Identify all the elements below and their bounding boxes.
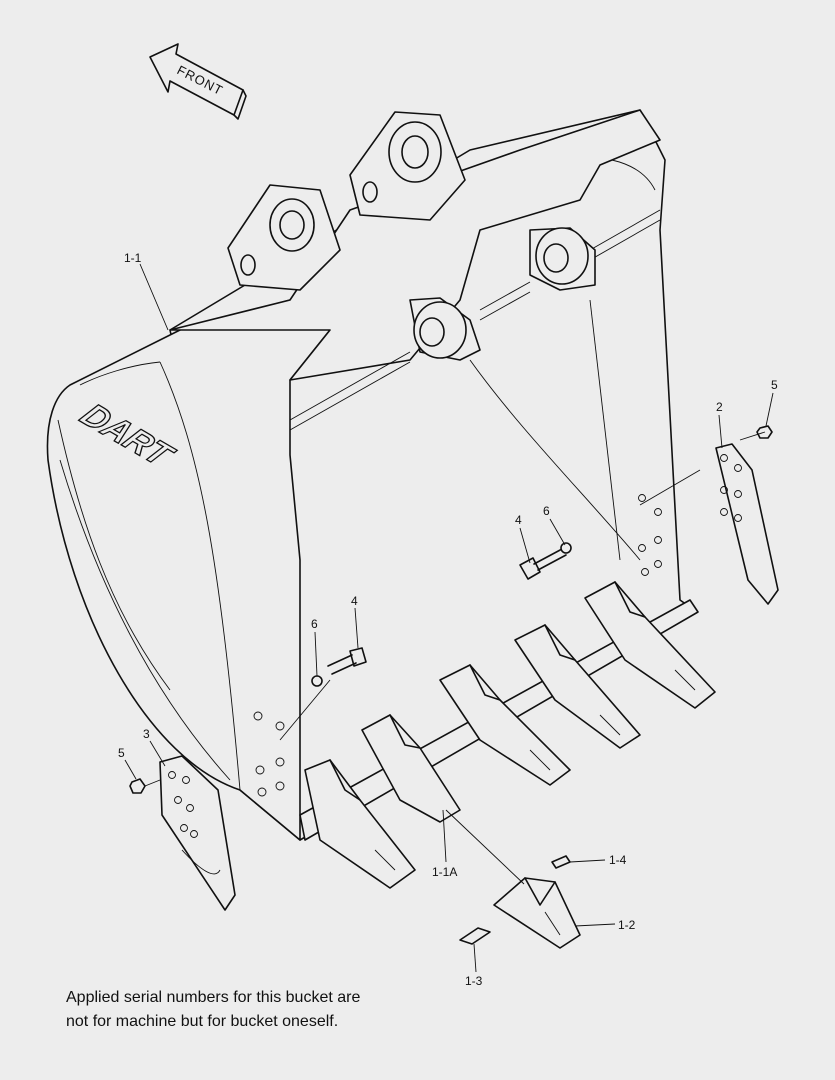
side-protector-right (715, 443, 779, 605)
tooth-detail (459, 855, 581, 949)
nut-left (129, 778, 146, 794)
callout-1-1a: 1-1A (432, 865, 457, 879)
mounting-brackets (227, 111, 596, 361)
callout-6-left: 6 (311, 617, 318, 631)
tooth-1 (304, 759, 416, 889)
retainer-pin (459, 927, 491, 945)
tooth-3 (439, 664, 571, 786)
washer-left (311, 675, 323, 687)
callout-1-2: 1-2 (618, 918, 636, 932)
callout-1-1: 1-1 (124, 251, 142, 265)
callout-4-right: 4 (515, 513, 522, 527)
bolt-right (519, 548, 567, 580)
callout-4-left: 4 (351, 594, 358, 608)
callout-6-right: 6 (543, 504, 550, 518)
note-line-2: not for machine but for bucket oneself. (66, 1013, 339, 1030)
tooth-4 (514, 624, 641, 749)
callout-3: 3 (143, 727, 150, 741)
serial-number-note: Applied serial numbers for this bucket a… (66, 986, 486, 1034)
note-line-1: Applied serial numbers for this bucket a… (66, 989, 361, 1006)
callout-1-4: 1-4 (609, 853, 627, 867)
callout-5-right: 5 (771, 378, 778, 392)
tooth-5 (584, 581, 716, 709)
callouts: 1-1 2 5 4 6 4 6 3 5 1-1A 1-4 1-2 1-3 (118, 251, 778, 988)
front-arrow: FRONT (149, 43, 247, 120)
callout-2: 2 (716, 400, 723, 414)
callout-1-3: 1-3 (465, 974, 483, 988)
tooth-2 (361, 714, 461, 823)
lock-pin (551, 855, 571, 869)
hardware (129, 425, 773, 794)
leader-lines (124, 263, 774, 973)
callout-5-left: 5 (118, 746, 125, 760)
side-protector-left (159, 755, 236, 911)
washer-right (560, 542, 572, 554)
bolt-left (327, 647, 367, 675)
teeth-row (304, 581, 716, 889)
